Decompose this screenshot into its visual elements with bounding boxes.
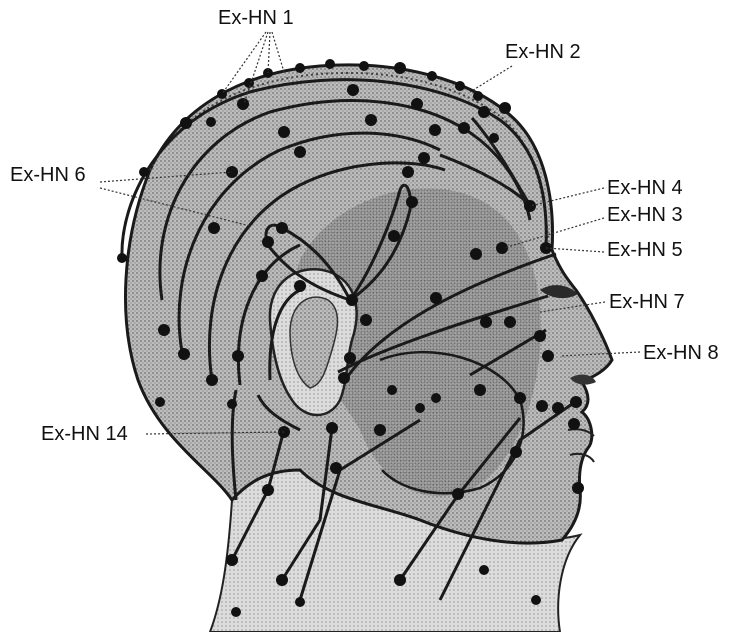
- label-ex-hn-8: Ex-HN 8: [643, 343, 719, 363]
- label-ex-hn-5: Ex-HN 5: [607, 240, 683, 260]
- label-ex-hn-7: Ex-HN 7: [609, 292, 685, 312]
- label-ex-hn-4: Ex-HN 4: [607, 178, 683, 198]
- label-ex-hn-1: Ex-HN 1: [218, 8, 294, 28]
- label-ex-hn-3: Ex-HN 3: [607, 205, 683, 225]
- label-ex-hn-6: Ex-HN 6: [10, 165, 86, 185]
- label-ex-hn-2: Ex-HN 2: [505, 42, 581, 62]
- label-ex-hn-14: Ex-HN 14: [41, 424, 128, 444]
